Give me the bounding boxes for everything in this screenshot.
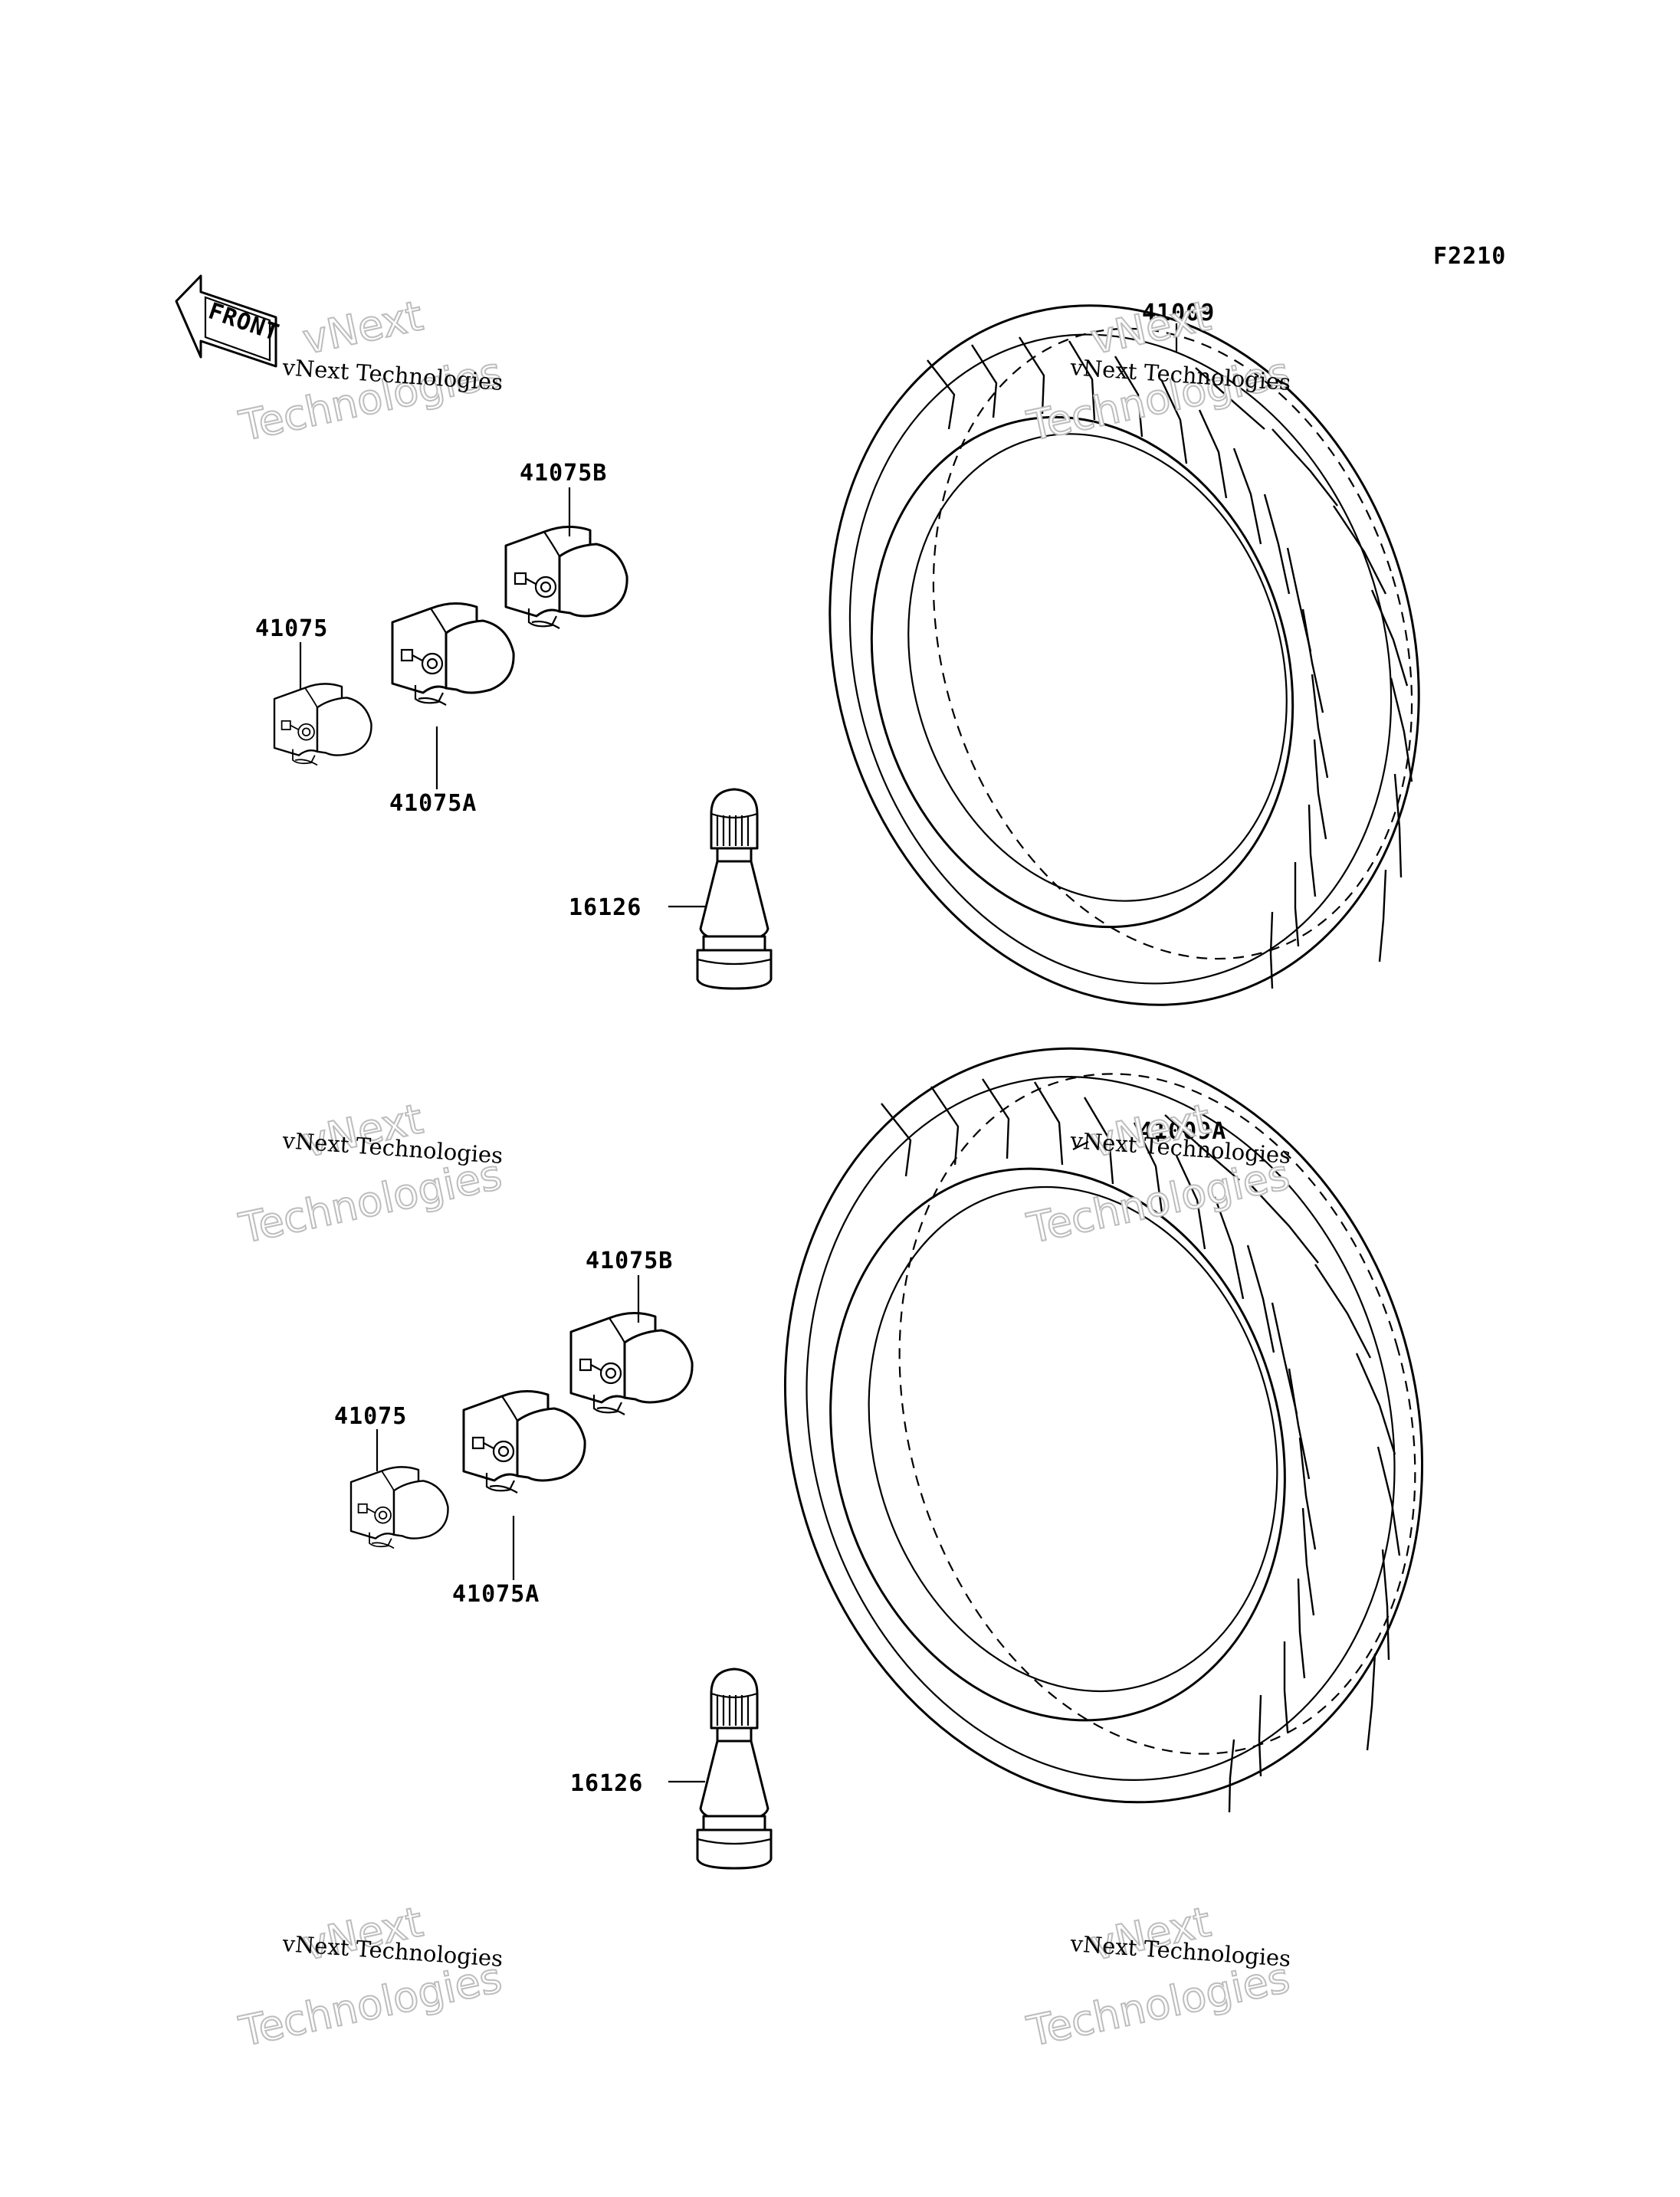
tire-part-number: 41009A xyxy=(1139,1118,1226,1145)
tire-assembly-rear: 41009A 41075B 41075A 41075 16126 xyxy=(334,1047,1424,1870)
balance-weight-b-drawing xyxy=(504,525,628,630)
balance-weight-drawing xyxy=(273,683,372,766)
svg-text:vNext: vNext xyxy=(299,291,427,363)
weight-a-part-number: 41075A xyxy=(389,790,477,817)
valve-part-number: 16126 xyxy=(570,1770,643,1797)
tire-assembly-front: 41009 41075B 41075A 41075 16126 xyxy=(255,300,1420,1006)
weight-part-number: 41075 xyxy=(334,1403,407,1430)
watermark-top-left: vNext Technologies vNext Technologies xyxy=(235,290,507,451)
weight-b-part-number: 41075B xyxy=(520,460,607,487)
balance-weight-b-drawing xyxy=(569,1311,694,1416)
watermark-bottom-right: vNext Technologies vNext Technologies xyxy=(1022,1897,1294,2057)
balance-weight-a-drawing xyxy=(462,1389,586,1494)
balance-weight-drawing xyxy=(349,1466,449,1549)
figure-code: F2210 xyxy=(1433,243,1506,270)
tire-rear-drawing xyxy=(783,1047,1424,1813)
front-arrow-icon: FRONT xyxy=(175,274,283,368)
watermark-middle-left: vNext Technologies vNext Technologies xyxy=(235,1094,507,1254)
balance-weight-a-drawing xyxy=(391,602,515,707)
weight-a-part-number: 41075A xyxy=(452,1581,540,1608)
tire-valve-drawing xyxy=(696,1667,773,1870)
tire-valve-drawing xyxy=(696,788,773,990)
valve-part-number: 16126 xyxy=(569,894,641,921)
weight-b-part-number: 41075B xyxy=(586,1248,673,1274)
weight-part-number: 41075 xyxy=(255,615,328,642)
tire-front-drawing xyxy=(829,304,1420,1006)
watermark-bottom-left: vNext Technologies vNext Technologies xyxy=(235,1897,507,2057)
tire-part-number: 41009 xyxy=(1142,300,1215,326)
